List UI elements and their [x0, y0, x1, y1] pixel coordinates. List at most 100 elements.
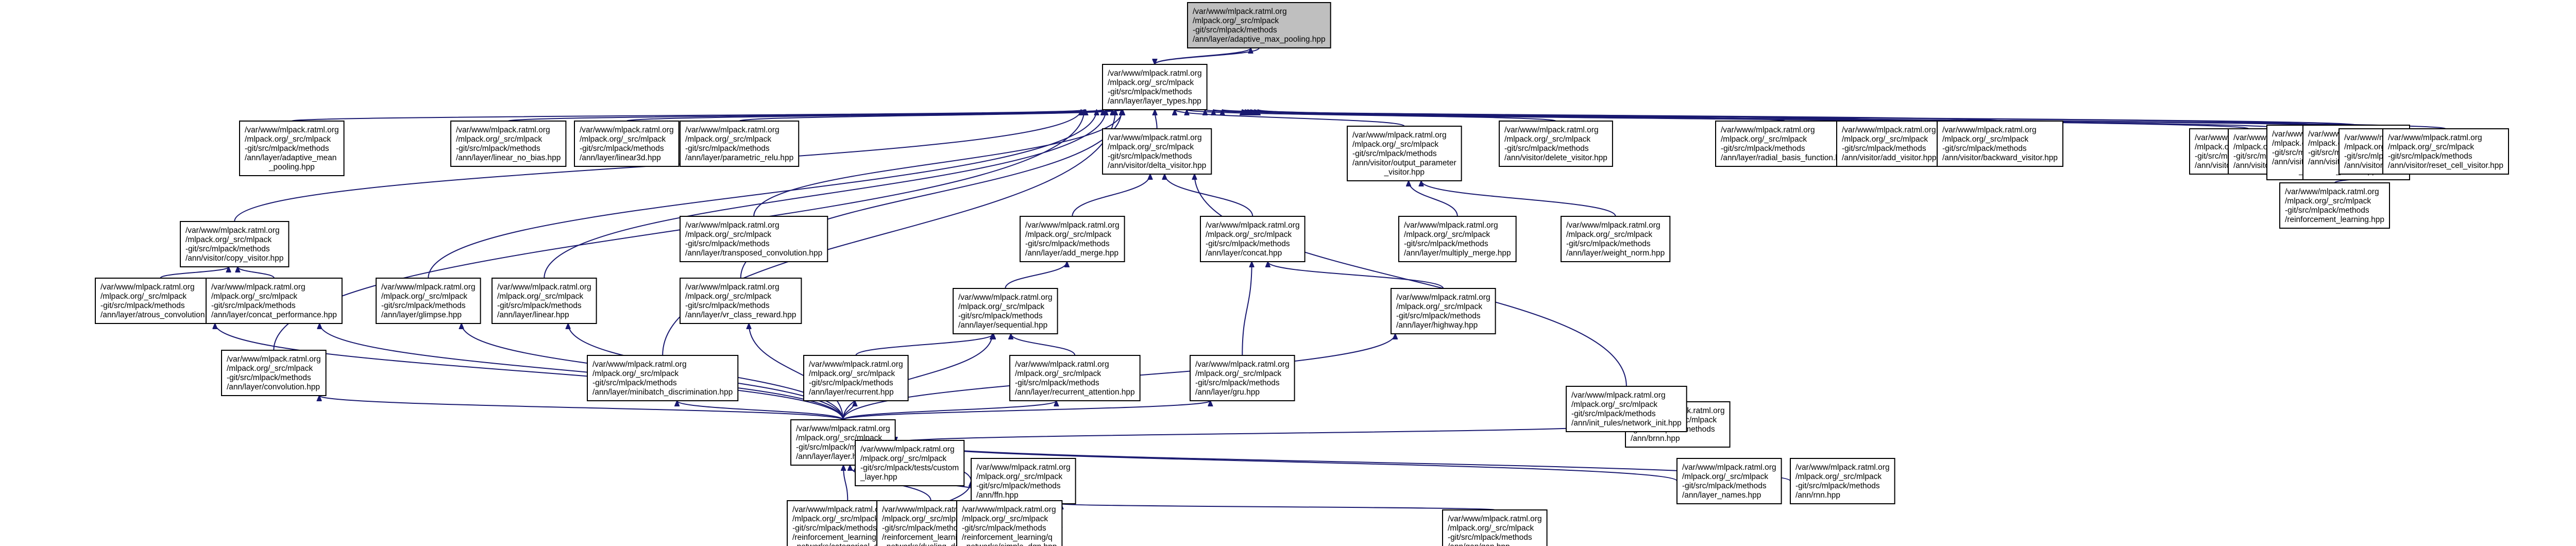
node-label-line: /mlpack.org/_src/mlpack [1206, 230, 1292, 239]
node-label-line: /ann/layer/concat.hpp [1206, 249, 1282, 258]
graph-node[interactable]: /var/www/mlpack.ratml.org/mlpack.org/_sr… [1102, 64, 1208, 110]
dependency-edge [1195, 174, 1627, 387]
graph-node[interactable]: /var/www/mlpack.ratml.org/mlpack.org/_sr… [1499, 121, 1613, 167]
graph-node[interactable]: /var/www/mlpack.ratml.org/mlpack.org/_sr… [1937, 121, 2064, 167]
node-label-line: /mlpack.org/_src/mlpack [1015, 369, 1101, 378]
node-label-line: /var/www/mlpack.ratml.org [958, 293, 1053, 302]
root-node[interactable]: /var/www/mlpack.ratml.org/mlpack.org/_sr… [1187, 2, 1331, 48]
node-label-line: /ann/visitor/reset_cell_visitor.hpp [2388, 161, 2503, 170]
dependency-edge [1072, 174, 1150, 217]
dependency-edge [1154, 48, 1250, 65]
node-label-line: /ann/layer/radial_basis_function.hpp [1721, 153, 1849, 162]
dependency-edge [677, 401, 844, 420]
node-label-line: /ann/init_rules/network_init.hpp [1571, 419, 1682, 428]
graph-node[interactable]: /var/www/mlpack.ratml.org/mlpack.org/_sr… [239, 121, 345, 176]
graph-node[interactable]: /var/www/mlpack.ratml.org/mlpack.org/_sr… [680, 121, 800, 167]
graph-node[interactable]: /var/www/mlpack.ratml.org/mlpack.org/_sr… [206, 278, 343, 324]
graph-node[interactable]: /var/www/mlpack.ratml.org/mlpack.org/_sr… [855, 440, 965, 486]
node-box [450, 121, 567, 167]
node-box [1442, 509, 1548, 546]
node-label-line: -git/src/mlpack/methods [580, 144, 664, 153]
node-label-line: /ann/brnn.hpp [1631, 434, 1680, 443]
graph-node[interactable]: /var/www/mlpack.ratml.org/mlpack.org/_sr… [1391, 288, 1496, 334]
graph-node[interactable]: /var/www/mlpack.ratml.org/mlpack.org/_sr… [956, 500, 1063, 546]
graph-node[interactable]: /var/www/mlpack.ratml.org/mlpack.org/_sr… [221, 350, 327, 396]
node-label-line: /mlpack.org/_src/mlpack [792, 515, 878, 523]
dependency-edge [1011, 334, 1076, 356]
node-box [1020, 216, 1125, 262]
node-label-line: /ann/layer_names.hpp [1682, 491, 1761, 500]
node-label-line: /var/www/mlpack.ratml.org [1352, 131, 1447, 140]
node-label-line: /ann/layer/minibatch_discrimination.hpp [592, 388, 733, 397]
graph-node[interactable]: /var/www/mlpack.ratml.org/mlpack.org/_sr… [1347, 126, 1462, 181]
node-label-line: /mlpack.org/_src/mlpack [1504, 135, 1590, 144]
graph-node[interactable]: /var/www/mlpack.ratml.org/mlpack.org/_sr… [1836, 121, 1942, 167]
graph-node[interactable]: /var/www/mlpack.ratml.org/mlpack.org/_sr… [1398, 216, 1517, 262]
node-box [239, 121, 345, 176]
node-box [680, 278, 802, 324]
node-label-line: /mlpack.org/_src/mlpack [685, 230, 771, 239]
graph-node[interactable]: /var/www/mlpack.ratml.org/mlpack.org/_sr… [180, 221, 290, 267]
graph-node[interactable]: /var/www/mlpack.ratml.org/mlpack.org/_sr… [574, 121, 680, 167]
node-label-line: -git/src/mlpack/methods [1025, 240, 1110, 248]
node-label-line: /var/www/mlpack.ratml.org [580, 126, 674, 134]
node-label-line: /var/www/mlpack.ratml.org [860, 445, 955, 454]
node-label-line: /var/www/mlpack.ratml.org [685, 126, 779, 134]
graph-node[interactable]: /var/www/mlpack.ratml.org/mlpack.org/_sr… [587, 355, 739, 401]
node-label-line: -git/src/mlpack/methods [1193, 26, 1277, 35]
node-label-line: -git/src/mlpack/methods [211, 301, 296, 310]
node-label-line: -git/src/mlpack/methods [1108, 152, 1192, 161]
graph-node[interactable]: /var/www/mlpack.ratml.org/mlpack.org/_sr… [2382, 128, 2510, 175]
node-label-line: /var/www/mlpack.ratml.org [976, 463, 1071, 472]
graph-node[interactable]: /var/www/mlpack.ratml.org/mlpack.org/_sr… [680, 278, 802, 324]
node-label-line: /ann/layer/adaptive_max_pooling.hpp [1193, 35, 1326, 44]
graph-node[interactable]: /var/www/mlpack.ratml.org/mlpack.org/_sr… [803, 355, 909, 401]
node-label-line: /mlpack.org/_src/mlpack [685, 135, 771, 144]
node-label-line: /ann/visitor/add_visitor.hpp [1842, 153, 1937, 162]
graph-node[interactable]: /var/www/mlpack.ratml.org/mlpack.org/_sr… [680, 216, 828, 262]
node-label-line: /var/www/mlpack.ratml.org [792, 505, 887, 514]
node-box [574, 121, 680, 167]
graph-node[interactable]: /var/www/mlpack.ratml.org/mlpack.org/_sr… [1790, 458, 1895, 504]
node-label-line: /mlpack.org/_src/mlpack [592, 369, 679, 378]
graph-node[interactable]: /var/www/mlpack.ratml.org/mlpack.org/_sr… [953, 288, 1058, 334]
node-label-line: /var/www/mlpack.ratml.org [1566, 221, 1660, 230]
node-label-line: /ann/layer/linear.hpp [497, 311, 569, 319]
node-label-line: -git/src/mlpack/methods [882, 524, 967, 533]
graph-node[interactable]: /var/www/mlpack.ratml.org/mlpack.org/_sr… [1020, 216, 1125, 262]
node-label-line: -git/src/mlpack/tests/custom [860, 464, 959, 472]
node-label-line: -git/src/mlpack/methods [1108, 88, 1192, 96]
node-label-line: -git/src/mlpack/methods [1942, 144, 2027, 153]
graph-node[interactable]: /var/www/mlpack.ratml.org/mlpack.org/_sr… [1442, 509, 1548, 546]
dependency-edge [1005, 262, 1067, 289]
node-label-line: -git/src/mlpack/methods [381, 301, 466, 310]
node-label-line: -git/src/mlpack/methods [1206, 240, 1290, 248]
graph-node[interactable]: /var/www/mlpack.ratml.org/mlpack.org/_sr… [1715, 121, 1855, 167]
graph-node[interactable]: /var/www/mlpack.ratml.org/mlpack.org/_sr… [1190, 355, 1295, 401]
graph-node[interactable]: /var/www/mlpack.ratml.org/mlpack.org/_sr… [1561, 216, 1671, 262]
dependency-edge [1164, 174, 1253, 217]
dependency-edge [843, 465, 849, 501]
graph-node[interactable]: /var/www/mlpack.ratml.org/mlpack.org/_sr… [1009, 355, 1141, 401]
graph-node[interactable]: /var/www/mlpack.ratml.org/mlpack.org/_sr… [971, 458, 1076, 504]
node-label-line: /mlpack.org/_src/mlpack [245, 135, 331, 144]
graph-node[interactable]: /var/www/mlpack.ratml.org/mlpack.org/_sr… [376, 278, 481, 324]
node-label-line: /var/www/mlpack.ratml.org [2285, 187, 2379, 196]
node-label-line: /mlpack.org/_src/mlpack [1721, 135, 1807, 144]
node-label-line: -git/src/mlpack/methods [685, 144, 770, 153]
node-box [1790, 458, 1895, 504]
node-label-line: -git/src/mlpack/methods [809, 379, 893, 387]
node-label-line: -git/src/mlpack/methods [958, 312, 1043, 320]
graph-node[interactable]: /var/www/mlpack.ratml.org/mlpack.org/_sr… [450, 121, 567, 167]
graph-node[interactable]: /var/www/mlpack.ratml.org/mlpack.org/_sr… [1200, 216, 1306, 262]
graph-node[interactable]: /var/www/mlpack.ratml.org/mlpack.org/_sr… [95, 278, 226, 324]
graph-node[interactable]: /var/www/mlpack.ratml.org/mlpack.org/_sr… [1566, 386, 1687, 432]
node-label-line: /var/www/mlpack.ratml.org [1448, 515, 1542, 523]
graph-node[interactable]: /var/www/mlpack.ratml.org/mlpack.org/_sr… [2279, 182, 2391, 229]
graph-node[interactable]: /var/www/mlpack.ratml.org/mlpack.org/_sr… [1102, 128, 1212, 175]
graph-node[interactable]: /var/www/mlpack.ratml.org/mlpack.org/_sr… [492, 278, 597, 324]
node-label-line: /ann/visitor/copy_visitor.hpp [185, 254, 283, 263]
node-label-line: -git/src/mlpack/methods [1195, 379, 1280, 387]
dependency-edge [1268, 262, 1444, 289]
graph-node[interactable]: /var/www/mlpack.ratml.org/mlpack.org/_sr… [1676, 458, 1782, 504]
